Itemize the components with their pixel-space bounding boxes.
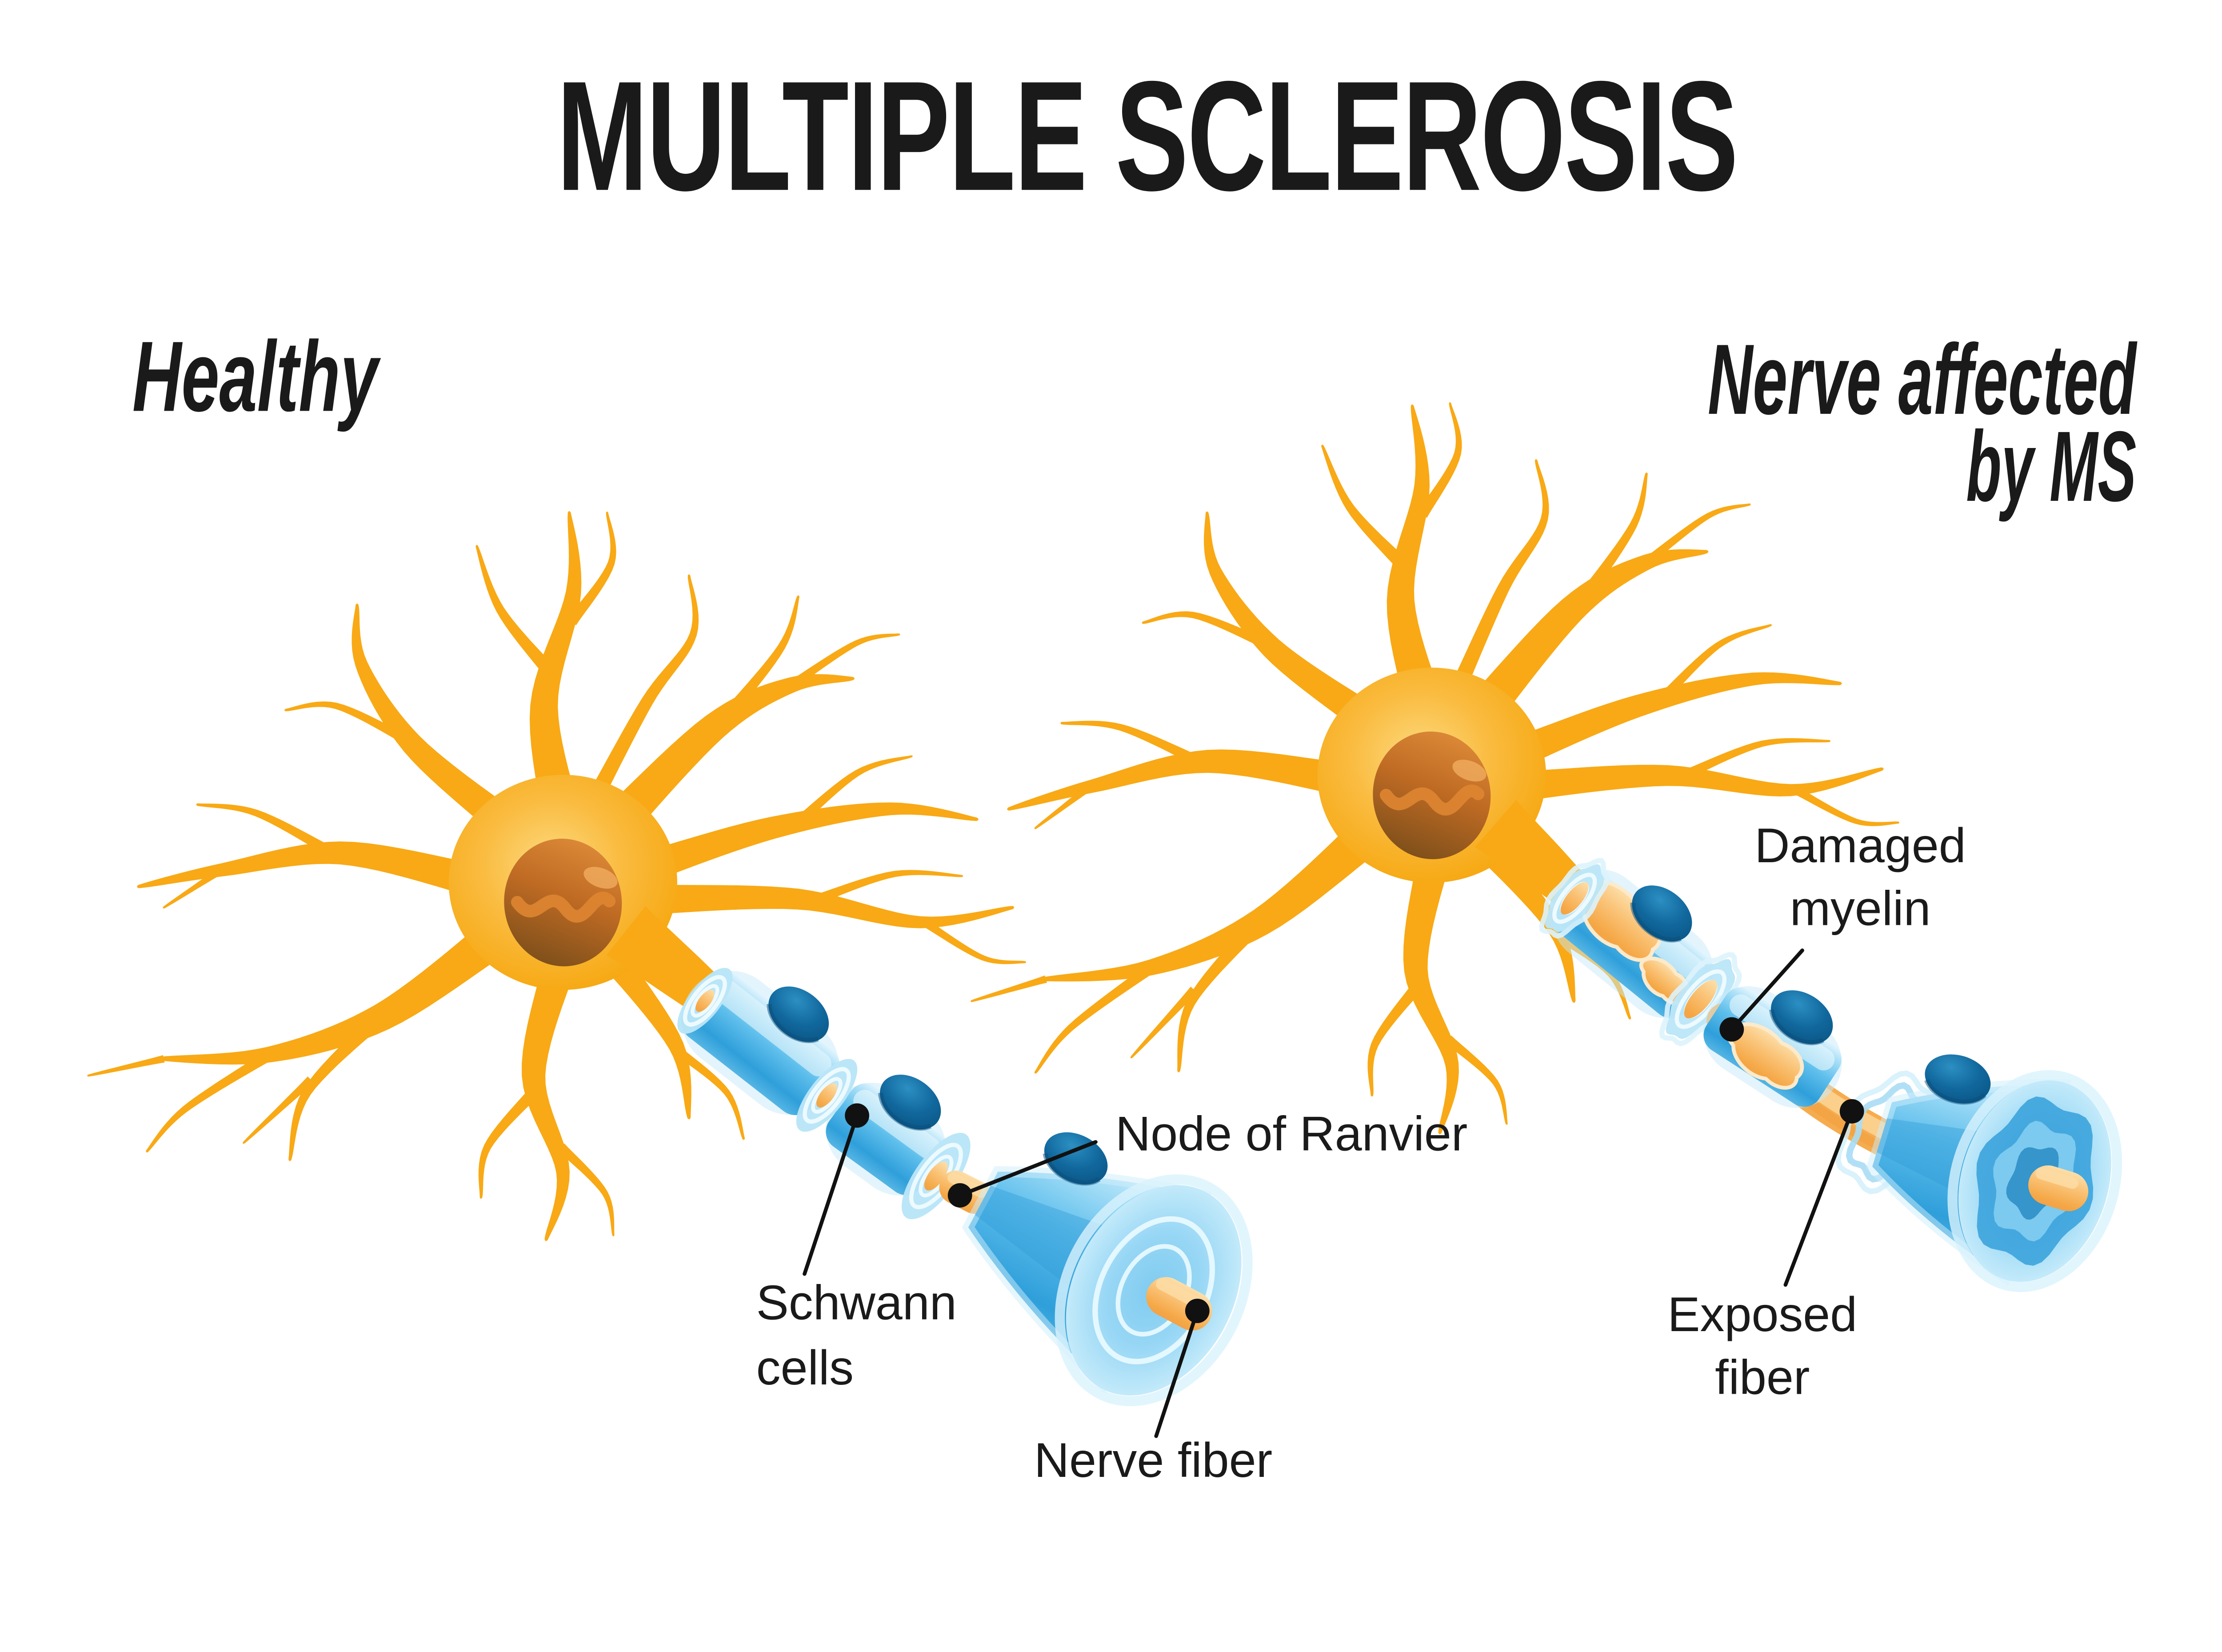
nerve-fiber-label: Nerve fiber xyxy=(1034,1433,1272,1488)
damaged-myelin-pointer-dot xyxy=(1719,1017,1744,1042)
myelin-junction xyxy=(796,1059,858,1132)
healthy-myelin-segment-1 xyxy=(681,970,840,1116)
ms-nucleus xyxy=(1373,731,1491,860)
schwann-cells-pointer-dot xyxy=(845,1103,869,1128)
damaged-myelin-label-line2: myelin xyxy=(1790,882,1931,936)
healthy-section-label: Healthy xyxy=(132,320,381,432)
damaged-myelin-junction xyxy=(1659,952,1742,1047)
node-of-ranvier-pointer-line xyxy=(958,1140,1098,1197)
schwann-cell-nucleus xyxy=(878,1074,941,1131)
ms-axon xyxy=(1475,800,2122,1292)
damaged-myelin-junction xyxy=(1539,858,1610,939)
multiple-sclerosis-diagram: MULTIPLE SCLEROSIS Healthy Nerve affecte… xyxy=(87,48,2138,1488)
annotations: MULTIPLE SCLEROSIS Healthy Nerve affecte… xyxy=(132,48,2138,1488)
myelin-end-disc xyxy=(1947,1070,2122,1292)
affected-section-label-line1: Nerve affected xyxy=(1708,323,2138,435)
exposed-fiber-label-line1: Exposed xyxy=(1667,1288,1857,1342)
schwann-cell-nucleus xyxy=(1630,885,1692,943)
myelin-lesion xyxy=(1726,1022,1804,1090)
diagram-title: MULTIPLE SCLEROSIS xyxy=(557,48,1737,223)
schwann-cells-label-line1: Schwann xyxy=(756,1276,957,1330)
ms-axon-terminal xyxy=(1866,1070,2122,1292)
ms-dendrites xyxy=(971,402,1900,1135)
healthy-neuron xyxy=(87,511,1027,1241)
nerve-fiber-stub xyxy=(2028,1165,2089,1212)
exposed-fiber-pointer-dot xyxy=(1839,1099,1864,1124)
exposed-fiber-pointer-line xyxy=(1783,1109,1854,1287)
damaged-myelin-label-line1: Damaged xyxy=(1754,819,1966,873)
schwann-cell-nucleus xyxy=(767,986,829,1044)
affected-section-label-line2: by MS xyxy=(1966,410,2136,522)
schwann-cell-nucleus xyxy=(1924,1054,1991,1105)
node-of-ranvier-label: Node of Ranvier xyxy=(1115,1107,1467,1161)
exposed-fiber-label-line2: fiber xyxy=(1715,1351,1810,1405)
healthy-axon xyxy=(606,906,1253,1406)
schwann-cells-label-line2: cells xyxy=(756,1341,854,1395)
diagram-stage: MULTIPLE SCLEROSIS Healthy Nerve affecte… xyxy=(87,48,2138,1488)
nerve-fiber-pointer-dot xyxy=(1185,1299,1210,1323)
myelin-junction xyxy=(677,968,733,1034)
healthy-nucleus xyxy=(504,839,622,967)
schwann-cells-pointer-line xyxy=(803,1113,859,1276)
illustration-art xyxy=(87,402,2122,1406)
damaged-myelin-pointer-line xyxy=(1730,948,1804,1032)
node-of-ranvier-pointer-dot xyxy=(947,1183,972,1208)
ms-neuron xyxy=(971,402,1900,1135)
nerve-fiber-pointer-line xyxy=(1154,1309,1199,1438)
schwann-cell-nucleus xyxy=(1769,990,1833,1045)
